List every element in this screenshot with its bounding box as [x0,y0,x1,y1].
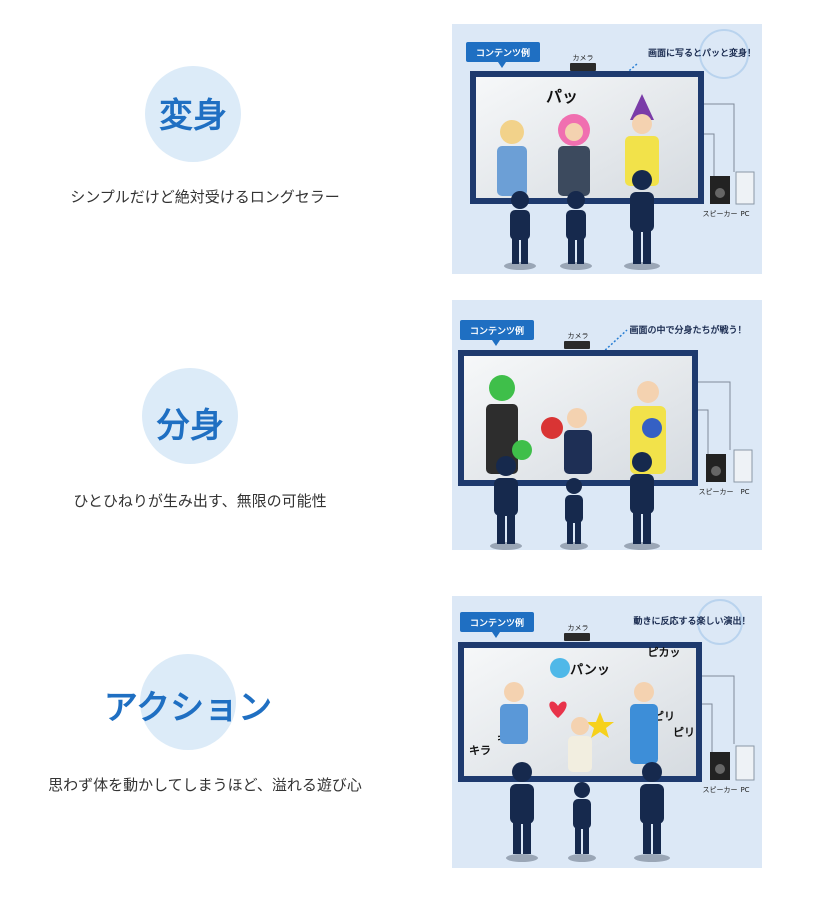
content-label: コンテンツ例 [476,47,530,59]
person-figure [568,717,592,772]
section-bunshin: 分身 ひとひねりが生み出す、無限の可能性 コンテンツ例 カメラ 画面の中で分身た… [0,290,820,580]
illustration-panel: コンテンツ例 カメラ 動きに反応する楽しい演出！ パンッ ピカッ ピリ ピリ キ… [452,596,762,868]
camera-label: カメラ [568,332,589,340]
section-description: ひとひねりが生み出す、無限の可能性 [73,492,327,510]
pc-icon [735,171,755,205]
callout-text: 画面に写るとパッと変身！ [648,47,756,59]
title-circle [140,654,236,750]
person-figure [497,120,527,196]
person-figure [558,114,590,196]
person-figure [625,94,659,186]
person-figure [512,440,532,460]
screen-text: キラ [469,744,491,757]
section-action: アクション 思わず体を動かしてしまうほど、溢れる遊び心 コンテンツ例 カメラ 動… [0,580,820,903]
pc-icon [733,449,753,483]
section-description: シンプルだけど絶対受けるロングセラー [70,188,340,206]
illustration-panel: コンテンツ例 カメラ 画面の中で分身たちが戦う！ [452,300,762,550]
content-label: コンテンツ例 [470,617,524,629]
section-title: アクション [103,688,273,728]
star-icon [586,712,614,738]
audience-silhouettes [504,170,660,270]
pc-label: PC [740,786,749,794]
person-figure [630,682,658,764]
camera-label: カメラ [568,624,589,632]
camera-icon [564,633,590,641]
camera-icon [570,63,596,71]
callout-text: 動きに反応する楽しい演出！ [633,615,750,627]
person-figure [500,682,528,744]
title-circle [142,368,238,464]
callout-text: 画面の中で分身たちが戦う！ [629,324,746,336]
screen-text: ピリ [673,726,695,739]
camera-icon [564,341,590,349]
section-description: 思わず体を動かしてしまうほど、溢れる遊び心 [48,776,362,794]
content-label: コンテンツ例 [470,325,524,337]
screen-text: パンッ [570,663,610,678]
speaker-label: スピーカー [703,786,738,794]
title-circle [145,66,241,162]
speaker-label: スピーカー [703,210,738,218]
section-title: 分身 [156,406,224,446]
illustration-panel: コンテンツ例 カメラ 画面に写るとパッと変身！ パッ [452,24,762,274]
pc-label: PC [740,488,749,496]
screen-text: ピカッ [648,646,681,659]
heart-icon [549,701,567,718]
screen-text: パッ [546,87,578,106]
screen-text: ピリ [653,710,675,723]
section-title: 変身 [159,96,227,136]
camera-label: カメラ [573,54,594,62]
pc-label: PC [740,210,749,218]
speaker-label: スピーカー [699,488,734,496]
person-figure [486,375,518,474]
audience-silhouettes [490,452,660,550]
person-figure [541,408,592,474]
section-henshin: 変身 シンプルだけど絶対受けるロングセラー コンテンツ例 カメラ 画面に写るとパ… [0,0,820,290]
pc-icon [735,745,755,781]
audience-silhouettes [506,762,670,862]
